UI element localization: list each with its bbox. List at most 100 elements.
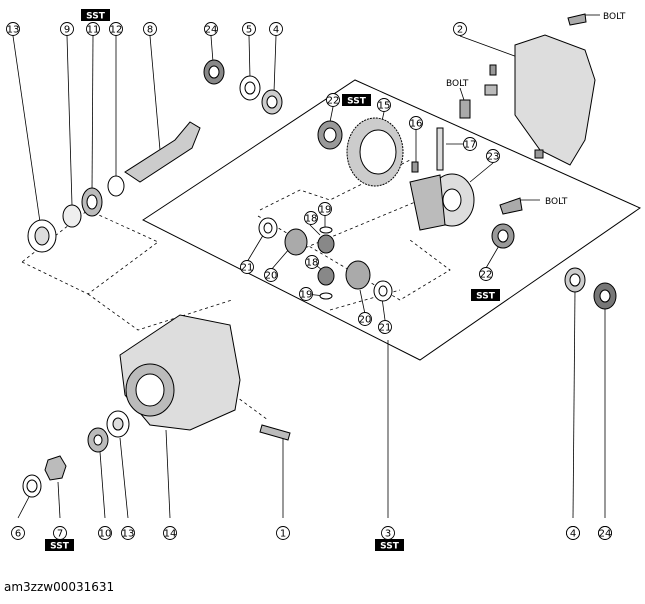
callout-number: 9 (64, 25, 70, 36)
callout-circle (121, 526, 135, 540)
callout-number: 5 (246, 25, 252, 36)
callout-circle (299, 287, 313, 301)
callout-circle (486, 149, 500, 163)
callout-number: 13 (122, 529, 135, 540)
callout-circle (269, 22, 283, 36)
callout-circle (60, 22, 74, 36)
callout-number: 18 (305, 214, 318, 225)
callout-circle (264, 268, 278, 282)
callout-number: 21 (241, 263, 254, 274)
callout-4-7: 4 (269, 22, 283, 36)
callout-13-28: 13 (121, 526, 135, 540)
callout-circle (479, 267, 493, 281)
callout-19-15: 19 (318, 202, 332, 216)
callout-18-18: 18 (305, 255, 319, 269)
bolt-labels: BOLT BOLT BOLT (446, 12, 626, 207)
callout-11-2: 11 (86, 22, 100, 36)
spacer-9 (62, 204, 82, 228)
drive-pinion-8 (124, 121, 201, 183)
callout-10-27: 10 (98, 526, 112, 540)
callout-8-4: 8 (143, 22, 157, 36)
callout-2-8: 2 (453, 22, 467, 36)
callout-circle (463, 137, 477, 151)
callout-number: 4 (273, 25, 279, 36)
callout-24-5: 24 (204, 22, 218, 36)
sst-label-right: SST (476, 292, 496, 302)
callout-number: 16 (410, 119, 423, 130)
callout-circle (304, 211, 318, 225)
callout-number: 6 (15, 529, 21, 540)
bolt-top (567, 13, 587, 26)
callout-number: 10 (99, 529, 112, 540)
leader-lines (12, 14, 606, 519)
callout-number: 1 (280, 529, 286, 540)
callout-19-19: 19 (299, 287, 313, 301)
callout-circle (318, 202, 332, 216)
callout-23-13: 23 (486, 149, 500, 163)
callout-number: 19 (300, 290, 313, 301)
sst-badge-top (81, 9, 110, 21)
callout-circle (598, 526, 612, 540)
callout-circle (109, 22, 123, 36)
callout-circle (305, 255, 319, 269)
callout-21-16: 21 (240, 260, 254, 274)
sst-badge-right (471, 289, 500, 301)
callout-circle (143, 22, 157, 36)
callout-13-0: 13 (6, 22, 20, 36)
callout-number: 19 (319, 205, 332, 216)
sst-label-ring: SST (347, 97, 367, 107)
callout-number: 15 (378, 101, 391, 112)
callout-number: 13 (7, 25, 20, 36)
callout-22-9: 22 (326, 93, 340, 107)
callout-6-25: 6 (11, 526, 25, 540)
sensor-1 (259, 424, 291, 441)
callout-circle (242, 22, 256, 36)
callout-number: 11 (87, 25, 100, 36)
callout-number: 20 (359, 315, 372, 326)
parts (22, 13, 617, 498)
callout-number: 24 (599, 529, 612, 540)
callout-12-3: 12 (109, 22, 123, 36)
sst-badge-ring (342, 94, 371, 106)
callout-number: 20 (265, 271, 278, 282)
bolt-right (499, 197, 523, 215)
callout-circle (453, 22, 467, 36)
callout-number: 21 (379, 323, 392, 334)
callout-circle (566, 526, 580, 540)
callout-14-29: 14 (163, 526, 177, 540)
callout-1-30: 1 (276, 526, 290, 540)
sst-label-bottom: SST (380, 542, 400, 552)
sst-labels: SST SST SST SST SST (45, 9, 500, 552)
callout-21-21: 21 (378, 320, 392, 334)
callout-number: 22 (480, 270, 493, 281)
callout-circle (86, 22, 100, 36)
callout-number: 4 (570, 529, 576, 540)
bolt-label-top: BOLT (603, 12, 626, 22)
callout-circle (98, 526, 112, 540)
callout-circle (6, 22, 20, 36)
callout-circle (409, 116, 423, 130)
callout-18-14: 18 (304, 211, 318, 225)
callout-3-31: 3 (381, 526, 395, 540)
callout-15-10: 15 (377, 98, 391, 112)
subassembly-frame (142, 79, 642, 361)
callout-4-32: 4 (566, 526, 580, 540)
bolt-label-right: BOLT (545, 197, 568, 207)
callout-circle (377, 98, 391, 112)
callout-circle (378, 320, 392, 334)
callout-20-17: 20 (264, 268, 278, 282)
shaft-17 (436, 127, 444, 171)
callout-22-22: 22 (479, 267, 493, 281)
side-gear-20-right (345, 260, 371, 290)
callout-circle (163, 526, 177, 540)
sst-label-top: SST (86, 12, 106, 22)
callout-17-12: 17 (463, 137, 477, 151)
washer-19-bottom (319, 292, 333, 300)
callout-number: 17 (464, 140, 477, 151)
bolt-left (459, 99, 471, 119)
cover-2 (514, 34, 596, 166)
callout-9-1: 9 (60, 22, 74, 36)
